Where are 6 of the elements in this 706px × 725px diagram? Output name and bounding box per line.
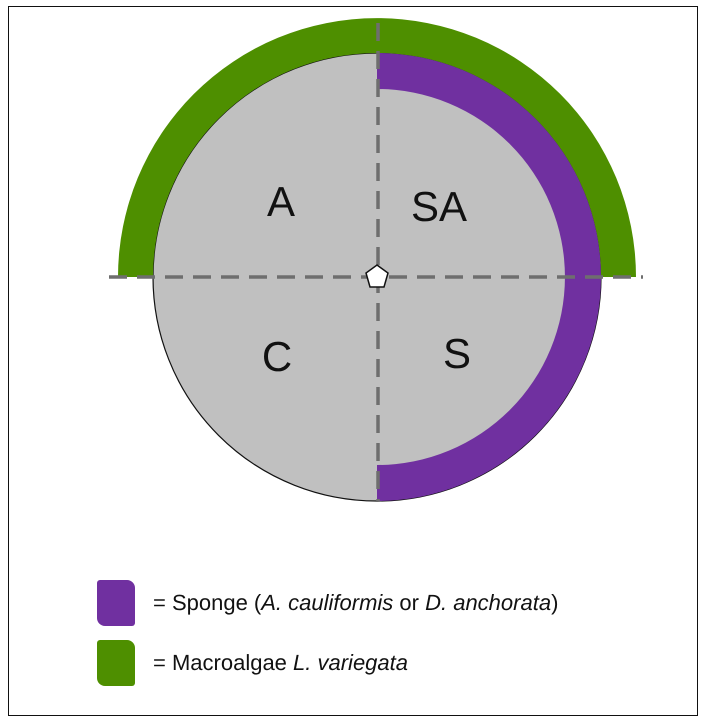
quadrant-label: SA	[410, 183, 468, 231]
quadrant-label: C	[262, 333, 292, 381]
legend-text: = Sponge (A. cauliformis or D. anchorata)	[153, 590, 558, 616]
quadrant-label: S	[443, 330, 471, 378]
legend-text: = Macroalgae L. variegata	[153, 650, 408, 676]
quadrant-label: A	[267, 178, 295, 226]
